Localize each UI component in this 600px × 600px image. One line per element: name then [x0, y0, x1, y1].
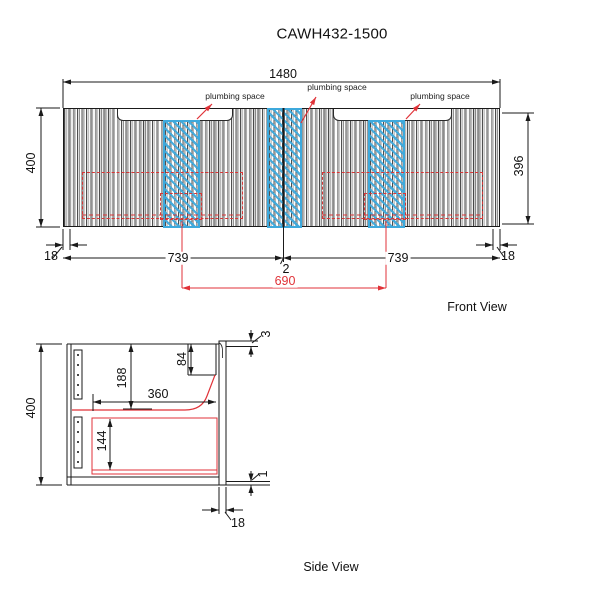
plumbing-space-label-center: plumbing space	[307, 81, 367, 92]
front-view-label: Front View	[447, 299, 507, 314]
plumbing-hatch-right	[368, 120, 405, 228]
dim-basin-depth: 84	[174, 352, 189, 366]
dim-drawer-inner-height: 144	[94, 428, 109, 454]
drawing-title: CAWH432-1500	[276, 25, 388, 43]
dim-clearance-height: 188	[114, 367, 129, 389]
clearance-dashed-right-small	[364, 193, 406, 220]
dim-door-left: 739	[165, 250, 191, 265]
dim-center-gap: 2	[282, 261, 290, 276]
dim-overall-height-front: 400	[23, 152, 38, 174]
dim-top-gap: 3	[258, 330, 273, 338]
dim-plumbing-centers: 690	[272, 273, 298, 288]
clearance-dashed-left-large	[82, 172, 243, 219]
dim-bottom-gap: 1	[255, 470, 270, 478]
dim-side-panel-right: 18	[501, 248, 515, 263]
clearance-dashed-right-large	[322, 172, 483, 219]
dim-door-thickness: 18	[231, 515, 245, 530]
dim-door-height: 396	[511, 155, 526, 177]
plumbing-space-label-left: plumbing space	[205, 90, 265, 101]
clearance-dashed-left-small	[160, 193, 202, 220]
dim-overall-width: 1480	[267, 66, 299, 81]
dim-clearance-depth: 360	[145, 386, 171, 401]
dim-side-panel-left: 18	[44, 248, 58, 263]
plumbing-hatch-center	[267, 108, 302, 228]
dim-door-right: 739	[385, 250, 411, 265]
dim-overall-height-side: 400	[23, 395, 38, 421]
plumbing-space-label-right: plumbing space	[410, 90, 470, 101]
side-view-label: Side View	[303, 559, 359, 574]
